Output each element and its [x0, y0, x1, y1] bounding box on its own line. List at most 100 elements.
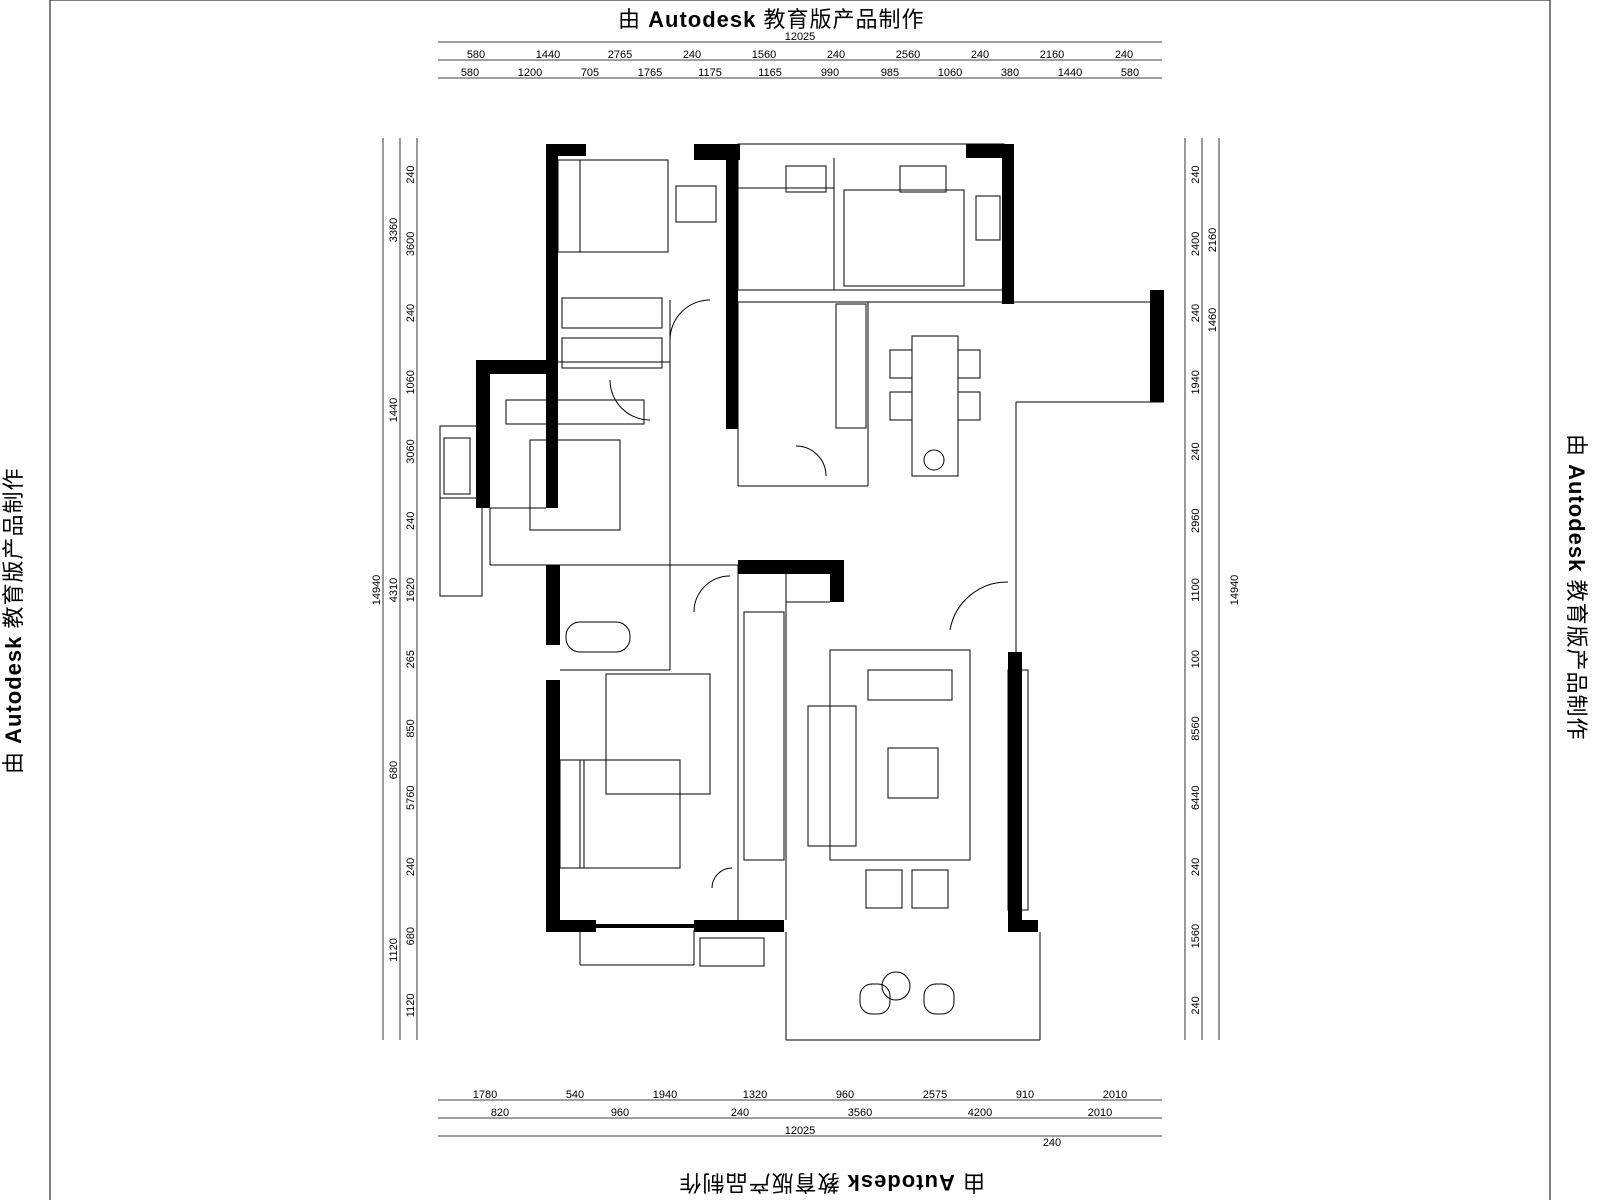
dimension-label: 2960 — [1190, 509, 1202, 533]
dimension-label: 240 — [971, 49, 989, 61]
dimension-label: 680 — [405, 927, 417, 945]
dimension-label: 2765 — [608, 49, 632, 61]
dimension-label: 1940 — [1190, 370, 1202, 394]
dimension-label: 240 — [827, 49, 845, 61]
dim-right-outer: 240 2400 240 1940 240 2960 1100 100 8560 6440 240 1… — [1190, 165, 1241, 1014]
dimension-label: 1100 — [1190, 578, 1202, 602]
dimension-label: 580 — [1121, 67, 1139, 79]
dim-top-row1: 580 1440 2765 240 1560 240 2560 240 2160 240 — [467, 49, 1133, 61]
dimension-label: 540 — [566, 1089, 584, 1101]
dimension-label: 1060 — [938, 67, 962, 79]
dimension-label: 2560 — [896, 49, 920, 61]
dimension-label: 240 — [1190, 304, 1202, 322]
watermark-suffix: 教育版产品制作 — [763, 7, 925, 32]
drawing-frame — [49, 0, 1551, 1200]
dimension-label: 5760 — [405, 785, 417, 809]
thin-walls — [439, 143, 1164, 1041]
dimension-label: 1175 — [698, 67, 722, 79]
desk — [505, 399, 645, 425]
watermark-prefix: 由 — [618, 7, 642, 32]
dimension-label: 1440 — [536, 49, 560, 61]
dimension-label: 3360 — [388, 218, 400, 242]
dim-left-outer: 2403600240106030602401620265850576024068… — [371, 165, 417, 1017]
bathtub — [565, 621, 631, 653]
dimension-label: 240 — [683, 49, 701, 61]
dimension-label: 8560 — [1190, 716, 1202, 740]
kitchen-sink — [899, 165, 947, 193]
dimension-label: 14940 — [371, 575, 383, 606]
bed-top — [557, 159, 669, 253]
dimension-label: 2575 — [923, 1089, 947, 1101]
laundry — [785, 165, 827, 193]
dimension-label: 240 — [1190, 858, 1202, 876]
dimension-label: 240 — [1190, 165, 1202, 183]
dimension-label: 1120 — [388, 938, 400, 962]
stove — [975, 195, 1001, 241]
toilet-top — [675, 185, 717, 223]
coffee-table — [887, 747, 939, 799]
dimension-label: 100 — [1190, 650, 1202, 668]
dimension-label: 240 — [405, 858, 417, 876]
dimension-label: 1765 — [638, 67, 662, 79]
dimension-label: 1440 — [1058, 67, 1082, 79]
dimension-label: 6440 — [1190, 785, 1202, 809]
dimension-label: 240 — [1115, 49, 1133, 61]
rug-bedroom — [605, 673, 711, 795]
dimension-label: 1780 — [473, 1089, 497, 1101]
cabinet-dining — [835, 303, 867, 429]
dimension-label: 960 — [836, 1089, 854, 1101]
dimension-label: 240 — [731, 1107, 749, 1119]
dimension-lines — [382, 41, 1220, 1137]
dimension-label: 990 — [821, 67, 839, 79]
dimension-label: 1440 — [388, 398, 400, 422]
dimension-label: 12025 — [785, 1125, 816, 1137]
dimension-label: 3060 — [405, 439, 417, 463]
cabinet-hall — [743, 611, 785, 861]
dimension-label: 1165 — [758, 67, 782, 79]
furniture — [443, 159, 1029, 1015]
dimension-label: 2400 — [1190, 232, 1202, 256]
dimension-label: 3600 — [405, 232, 417, 256]
dimension-label: 910 — [1016, 1089, 1034, 1101]
dimension-label: 240 — [405, 512, 417, 530]
doors — [609, 299, 1009, 889]
dimension-label: 3560 — [848, 1107, 872, 1119]
dimension-label: 985 — [881, 67, 899, 79]
walls — [476, 144, 1164, 932]
dimension-label: 820 — [491, 1107, 509, 1119]
dimension-label: 265 — [405, 650, 417, 668]
dimension-label: 12025 — [785, 31, 816, 43]
dimension-label: 1940 — [653, 1089, 677, 1101]
rug-living — [829, 649, 971, 861]
dimension-label: 1200 — [518, 67, 542, 79]
dimension-label: 960 — [611, 1107, 629, 1119]
dimension-label: 240 — [1190, 442, 1202, 460]
dimension-label: 14940 — [1229, 575, 1241, 606]
dimension-label: 1560 — [1190, 924, 1202, 948]
dining-table — [911, 335, 959, 477]
dim-top-total: 12025 — [785, 31, 816, 43]
dimension-label: 1120 — [405, 994, 417, 1018]
balcony-table — [881, 971, 911, 1001]
kitchen-counter — [843, 189, 965, 287]
dimension-label: 2010 — [1103, 1089, 1127, 1101]
dimension-label: 2160 — [1207, 228, 1219, 252]
dimension-label: 240 — [405, 304, 417, 322]
bed-master — [579, 759, 681, 869]
dimension-label: 850 — [405, 719, 417, 737]
dimension-label: 705 — [581, 67, 599, 79]
watermark-top: 由 Autodesk 教育版产品制作 — [618, 2, 925, 34]
dimension-label: 2160 — [1040, 49, 1064, 61]
wardrobe-top — [561, 297, 663, 329]
dimension-label: 580 — [467, 49, 485, 61]
sofa — [807, 705, 857, 847]
armchair-left — [865, 869, 903, 909]
dimension-label: 1560 — [752, 49, 776, 61]
dimension-label: 4200 — [968, 1107, 992, 1119]
